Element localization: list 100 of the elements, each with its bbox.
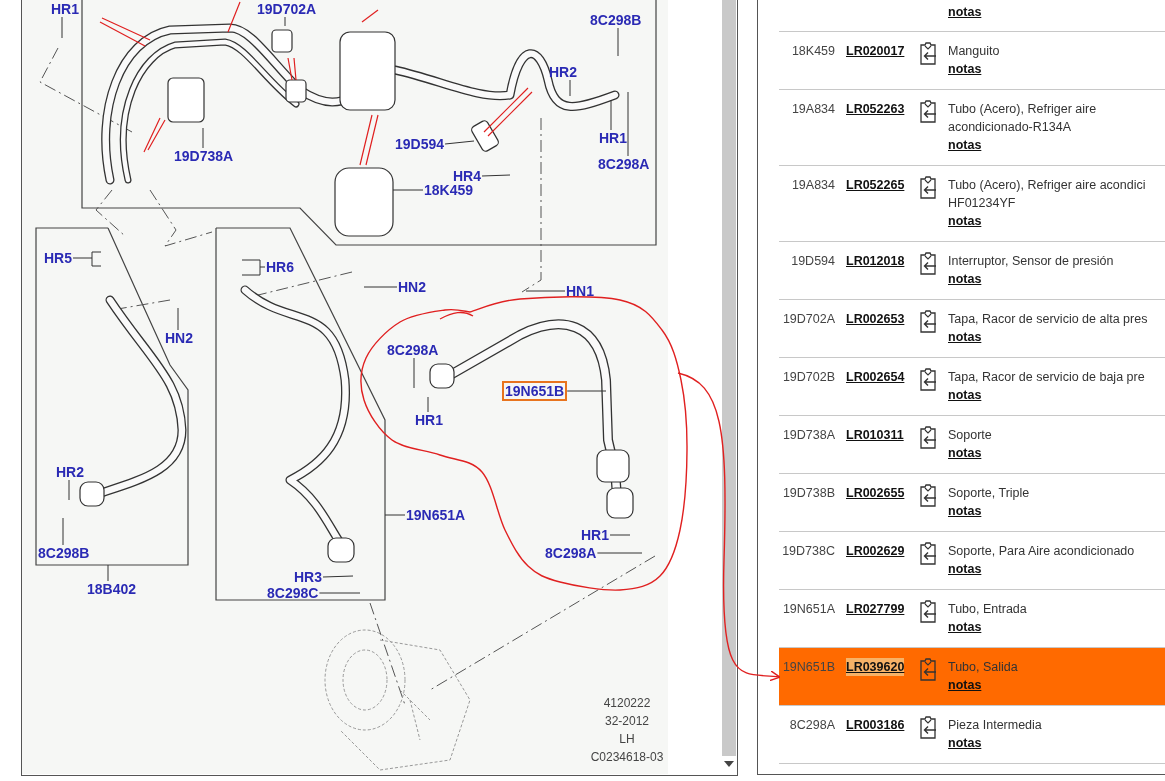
callout-label: HR1: [598, 130, 628, 146]
notes-link: notas: [948, 445, 982, 462]
part-code: 19D738A: [781, 427, 836, 444]
part-description: Tubo, Entrada: [948, 601, 1027, 618]
part-description: Soporte: [948, 427, 992, 444]
part-number-link: LR052265: [846, 177, 905, 194]
part-description: Tubo (Acero), Refriger aire acondici HF01234YF: [948, 177, 1147, 212]
part-code: 8C298A: [788, 717, 836, 734]
leader-line: [72, 251, 102, 267]
part-code: 19D702A: [781, 311, 836, 328]
part-description: Tubo (Acero), Refriger aire acondicionado-R134A: [948, 101, 1098, 136]
callout-label: 19D738A: [173, 148, 235, 164]
leader-line: [62, 517, 64, 546]
notes-link: notas: [948, 271, 982, 288]
leader-line: [322, 575, 354, 578]
notes-link: notas: [948, 677, 982, 694]
callout-label: HR2: [55, 464, 85, 480]
part-code: 18K459: [790, 43, 836, 60]
callout-label: 18K459: [423, 182, 475, 198]
leader-line: [284, 16, 286, 27]
callout-label: HN2: [164, 330, 194, 346]
callout-label: 8C298B: [589, 12, 643, 28]
leader-line: [481, 174, 511, 177]
leader-line: [617, 27, 619, 57]
part-code: 19N651A: [781, 601, 836, 618]
drawing-reference: LH: [619, 731, 635, 748]
part-description: Manguito: [948, 43, 1000, 60]
leader-line: [525, 290, 566, 292]
leader-line: [392, 189, 424, 191]
part-code: 19A834: [790, 101, 836, 118]
leader-line: [241, 259, 266, 276]
part-code: 19D702B: [781, 369, 836, 386]
leader-line: [202, 127, 204, 149]
leader-line: [107, 564, 109, 582]
part-description: Pieza Intermedia: [948, 717, 1042, 734]
notes-link: notas: [948, 329, 982, 346]
part-number-link: LR052263: [846, 101, 905, 118]
notes-link: notas: [948, 735, 982, 752]
callout-label: HR1: [50, 1, 80, 17]
part-number-link: LR027799: [846, 601, 905, 618]
part-code: 19D594: [790, 253, 836, 270]
leader-line: [596, 552, 643, 554]
callout-label: HR5: [43, 250, 73, 266]
callout-label: HR6: [265, 259, 295, 275]
callout-label: HR3: [293, 569, 323, 585]
callout-label: HR2: [548, 64, 578, 80]
leader-line: [444, 140, 475, 145]
part-description: Tapa, Racor de servicio de baja pre: [948, 369, 1145, 386]
part-code: 19A834: [790, 177, 836, 194]
callout-label: 8C298B: [37, 545, 91, 561]
leader-line: [363, 286, 398, 288]
leader-line: [413, 357, 415, 389]
drawing-reference: C0234618-03: [590, 749, 664, 766]
callout-label: HR1: [580, 527, 610, 543]
callout-label: 8C298A: [597, 156, 651, 172]
highlighted-table-row: [779, 648, 1165, 706]
notes-link: notas: [948, 137, 982, 154]
part-number-link: LR039620: [846, 658, 905, 676]
notes-link: notas: [948, 213, 982, 230]
drawing-reference: 4120222: [603, 695, 651, 712]
part-number-link: LR003186: [846, 717, 905, 734]
leader-line: [318, 592, 361, 594]
leader-line: [427, 396, 429, 413]
part-code: 19D738B: [781, 485, 836, 502]
part-code: 19D738C: [781, 543, 836, 560]
leader-line: [177, 307, 179, 331]
drawing-reference: 32-2012: [604, 713, 649, 730]
leader-line: [627, 91, 629, 157]
leader-line: [609, 534, 631, 536]
callout-label: HR4: [452, 168, 482, 184]
part-number-link: LR020017: [846, 43, 905, 60]
part-number-link: LR012018: [846, 253, 905, 270]
notes-link: notas: [948, 4, 982, 21]
part-description: Soporte, Triple: [948, 485, 1030, 502]
part-number-link: LR002654: [846, 369, 905, 386]
part-number-link: LR002655: [846, 485, 905, 502]
callout-label: HN1: [565, 283, 595, 299]
leader-line: [610, 99, 612, 131]
annotation-arrow: [677, 372, 781, 682]
callout-label: 8C298A: [386, 342, 440, 358]
part-code: 19N651B: [781, 659, 836, 676]
leader-line: [566, 390, 607, 392]
callout-label: 19D594: [394, 136, 446, 152]
part-description: Soporte, Para Aire acondicionado: [948, 543, 1135, 560]
part-description: Interruptor, Sensor de presión: [948, 253, 1114, 270]
callout-label: 8C298C: [266, 585, 320, 601]
notes-link: notas: [948, 561, 982, 578]
notes-link: notas: [948, 61, 982, 78]
leader-line: [61, 16, 63, 39]
part-number-link: LR002653: [846, 311, 905, 328]
notes-link: notas: [948, 503, 982, 520]
part-description: Tapa, Racor de servicio de alta pres: [948, 311, 1148, 328]
leader-line: [384, 514, 406, 516]
part-number-link: LR002629: [846, 543, 905, 560]
callout-label: HN2: [397, 279, 427, 295]
leader-line: [569, 79, 571, 97]
callout-label: HR1: [414, 412, 444, 428]
callout-label: 19D702A: [256, 1, 318, 17]
leader-line: [68, 479, 70, 501]
callout-label: 8C298A: [544, 545, 598, 561]
